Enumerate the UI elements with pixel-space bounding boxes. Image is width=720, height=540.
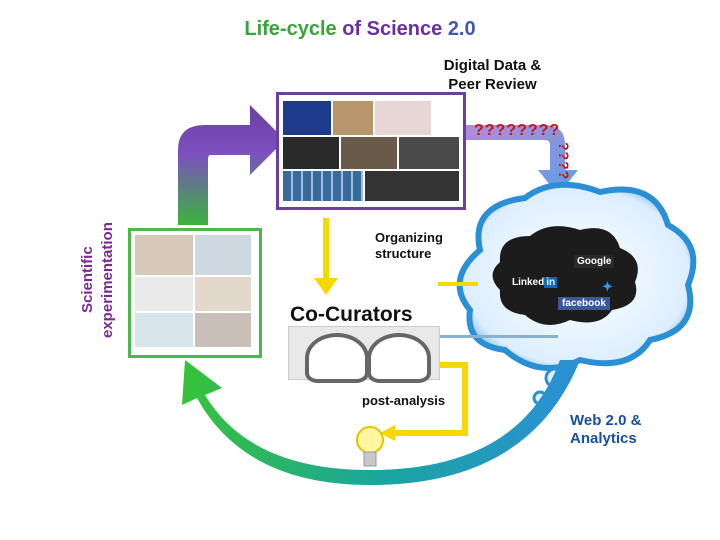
diagram-title: Life-cycle of Science 2.0 bbox=[0, 18, 720, 41]
linkedin-in-badge: in bbox=[544, 277, 558, 288]
digital-data-line2: Peer Review bbox=[448, 76, 537, 93]
science-tile-1 bbox=[135, 235, 193, 275]
scientific-line2: experimentation bbox=[99, 222, 116, 338]
media-collage bbox=[276, 92, 466, 210]
media-tile-6 bbox=[399, 137, 459, 169]
science-tile-5 bbox=[135, 313, 193, 347]
question-marks-horizontal: ???????? bbox=[474, 122, 561, 139]
title-part-2: of Science bbox=[342, 18, 443, 40]
media-tile-2 bbox=[333, 101, 373, 135]
digital-data-label: Digital Data & Peer Review bbox=[425, 56, 560, 94]
media-tile-4 bbox=[283, 137, 339, 169]
arrow-organizing bbox=[314, 218, 338, 295]
science-tile-3 bbox=[135, 277, 193, 311]
media-tile-7 bbox=[283, 171, 363, 201]
web-analytics-label: Web 2.0 & Analytics bbox=[570, 412, 641, 448]
head-right-icon bbox=[367, 333, 431, 383]
media-tile-3 bbox=[375, 101, 431, 135]
question-marks-vertical: ???? bbox=[556, 142, 572, 181]
line-cocurators-to-cloud-2 bbox=[438, 335, 558, 338]
facebook-logo: facebook bbox=[558, 297, 610, 310]
organizing-line1: Organizing bbox=[375, 230, 443, 245]
organizing-structure-label: Organizing structure bbox=[375, 230, 443, 262]
web-line2: Analytics bbox=[570, 430, 637, 447]
arrow-data-to-cloud bbox=[460, 125, 578, 195]
co-curators-label: Co-Curators bbox=[290, 303, 413, 326]
co-curators-heads-image bbox=[288, 326, 440, 383]
media-tile-1 bbox=[283, 101, 331, 135]
media-tile-8 bbox=[365, 171, 459, 201]
arrow-analytics-to-experiment bbox=[182, 360, 580, 485]
post-analysis-label: post-analysis bbox=[362, 393, 446, 408]
scientific-line1: Scientific bbox=[79, 246, 96, 314]
science-tile-2 bbox=[195, 235, 251, 275]
science-tile-4 bbox=[195, 277, 251, 311]
science-photo-collage bbox=[128, 228, 262, 358]
title-part-1: Life-cycle bbox=[244, 18, 337, 40]
science-tile-6 bbox=[195, 313, 251, 347]
media-tile-5 bbox=[341, 137, 397, 169]
digital-data-line1: Digital Data & bbox=[443, 57, 542, 74]
scientific-experimentation-label: Scientific experimentation bbox=[78, 205, 130, 355]
head-left-icon bbox=[305, 333, 369, 383]
linkedin-text: Linked bbox=[512, 277, 545, 288]
twitter-bird-icon: ✦ bbox=[602, 279, 613, 294]
organizing-line2: structure bbox=[375, 246, 432, 261]
arrow-post-analysis bbox=[380, 362, 468, 441]
web-line1: Web 2.0 & bbox=[570, 412, 642, 429]
google-logo: Google bbox=[574, 255, 615, 268]
arrow-experiment-to-data bbox=[178, 105, 285, 225]
title-part-3: 2.0 bbox=[447, 18, 476, 40]
lightbulb-icon bbox=[356, 426, 384, 467]
line-cocurators-to-cloud bbox=[438, 282, 478, 286]
